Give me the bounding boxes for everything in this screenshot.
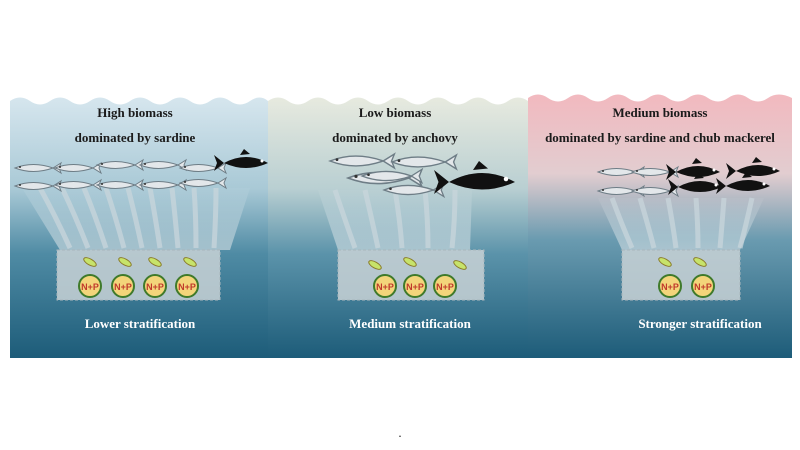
panel-2-nutrient-circles: N+P N+P N+P xyxy=(373,274,457,298)
panel-3-upwelling-funnel xyxy=(598,197,764,250)
nutrient-label: N+P xyxy=(114,282,132,292)
panel-1-stratification-label: Lower stratification xyxy=(84,316,196,331)
nutrient-label: N+P xyxy=(81,282,99,292)
nutrient-label: N+P xyxy=(178,282,196,292)
nutrient-label: N+P xyxy=(376,282,394,292)
panel-3-nutrient-circles: N+P N+P xyxy=(658,274,715,298)
panel-2-upwelling-funnel xyxy=(318,189,472,250)
panel-1-title-line-1: High biomass xyxy=(97,105,173,120)
footer-dot: . xyxy=(398,425,402,440)
panel-1-title-line-2: dominated by sardine xyxy=(74,130,196,145)
nutrient-label: N+P xyxy=(146,282,164,292)
panel-1-nutrient-circles: N+P N+P N+P N+P xyxy=(78,274,199,298)
panel-3-nutrient-zone xyxy=(621,249,741,301)
nutrient-label: N+P xyxy=(436,282,454,292)
panel-3-stratification-label: Stronger stratification xyxy=(638,316,762,331)
panel-3-title-line-2: dominated by sardine and chub mackerel xyxy=(545,130,775,145)
nutrient-label: N+P xyxy=(406,282,424,292)
nutrient-label: N+P xyxy=(661,282,679,292)
panel-1-upwelling-funnel xyxy=(22,186,250,250)
plankton-icons xyxy=(83,257,707,270)
panel-3-title-line-1: Medium biomass xyxy=(612,105,708,120)
nutrient-label: N+P xyxy=(694,282,712,292)
panel-2-stratification-label: Medium stratification xyxy=(349,316,471,331)
panel-2-title-line-2: dominated by anchovy xyxy=(332,130,458,145)
panel-2-title-line-1: Low biomass xyxy=(358,105,432,120)
